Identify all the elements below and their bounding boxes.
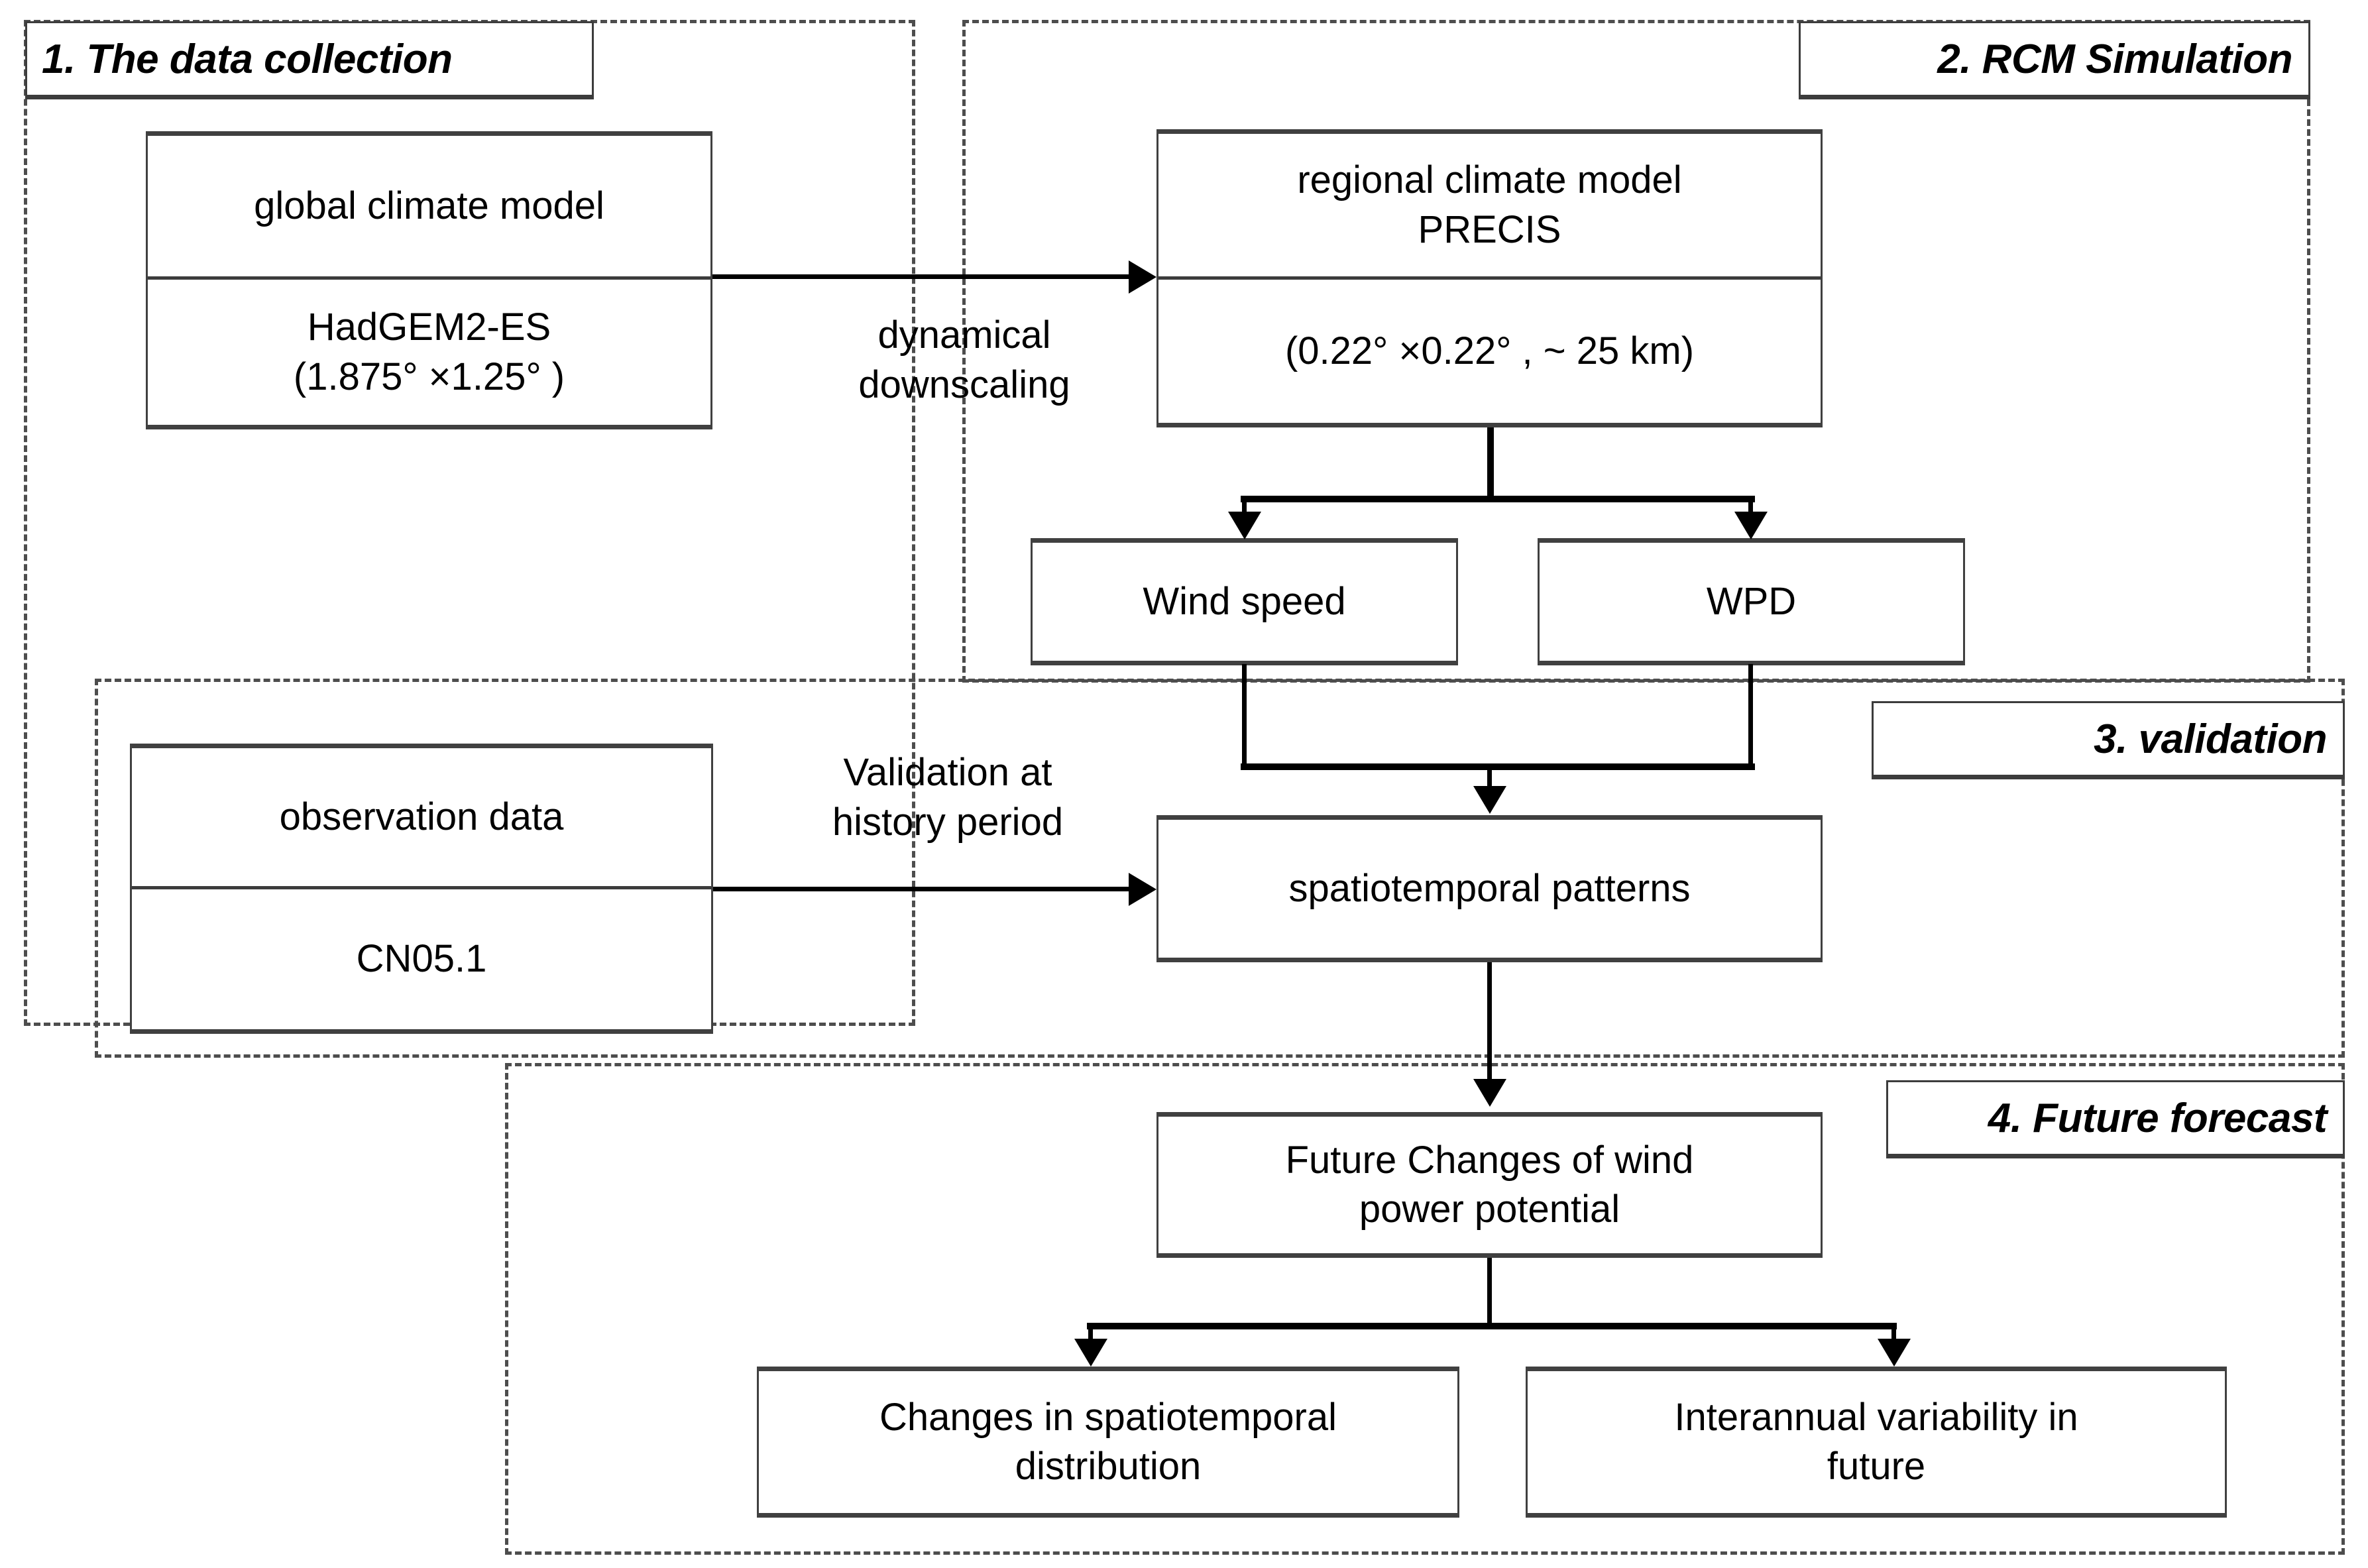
interannual-line2: future (1827, 1445, 1926, 1488)
future-changes-text: Future Changes of wind power potential (1158, 1117, 1821, 1253)
split-bus-rcm (1241, 496, 1755, 502)
gcm-detail: HadGEM2-ES (1.875° ×1.25° ) (148, 276, 710, 425)
connector-rcm-down (1487, 427, 1494, 500)
node-wind-speed[interactable]: Wind speed (1031, 538, 1458, 665)
section-label-rcm-simulation: 2. RCM Simulation (1799, 21, 2310, 99)
changes-distribution-line2: distribution (1015, 1445, 1202, 1488)
section-label-data-collection: 1. The data collection (25, 21, 594, 99)
gcm-detail-line2: (1.875° ×1.25° ) (293, 355, 565, 398)
node-future-changes[interactable]: Future Changes of wind power potential (1156, 1112, 1823, 1258)
node-global-climate-model[interactable]: global climate model HadGEM2-ES (1.875° … (146, 131, 712, 429)
arrowhead-to-interannual (1878, 1339, 1911, 1367)
changes-distribution-line1: Changes in spatiotemporal (879, 1395, 1337, 1439)
changes-distribution-text: Changes in spatiotemporal distribution (759, 1371, 1457, 1513)
arrowhead-to-wind-speed (1228, 512, 1261, 539)
node-interannual-variability[interactable]: Interannual variability in future (1526, 1367, 2227, 1518)
connector-future-down (1487, 1258, 1492, 1327)
gcm-detail-line1: HadGEM2-ES (307, 306, 551, 349)
connector-gcm-to-rcm (712, 274, 1129, 279)
arrowhead-to-wpd (1734, 512, 1768, 539)
connector-observation-to-spatiotemporal (713, 887, 1129, 891)
interannual-line1: Interannual variability in (1674, 1395, 2078, 1439)
arrowhead-to-spatiotemporal (1473, 786, 1506, 814)
connector-bus-to-interannual (1891, 1323, 1896, 1341)
node-wpd[interactable]: WPD (1538, 538, 1965, 665)
node-regional-climate-model[interactable]: regional climate model PRECIS (0.22° ×0.… (1156, 129, 1823, 427)
connector-bus-to-wpd (1748, 496, 1753, 514)
rcm-title-line1: regional climate model (1297, 158, 1682, 202)
node-observation-data[interactable]: observation data CN05.1 (130, 744, 713, 1034)
arrowhead-to-future-changes (1473, 1079, 1506, 1107)
split-bus-future (1087, 1323, 1897, 1329)
node-changes-distribution[interactable]: Changes in spatiotemporal distribution (757, 1367, 1459, 1518)
gcm-title: global climate model (254, 184, 604, 227)
connector-bus-to-wind-speed (1242, 496, 1247, 514)
merge-bus-wind-wpd (1241, 763, 1755, 770)
interannual-text: Interannual variability in future (1528, 1371, 2225, 1513)
spatiotemporal-label: spatiotemporal patterns (1288, 866, 1691, 910)
section-box-validation (95, 679, 2345, 1058)
section-label-future-forecast: 4. Future forecast (1886, 1080, 2345, 1158)
section-label-text: 2. RCM Simulation (1937, 36, 2292, 82)
connector-wpd-down (1748, 664, 1753, 767)
connector-wind-speed-down (1242, 664, 1247, 767)
arrowhead-to-changes-distribution (1074, 1339, 1107, 1367)
node-spatiotemporal-patterns[interactable]: spatiotemporal patterns (1156, 815, 1823, 962)
rcm-detail: (0.22° ×0.22° , ~ 25 km) (1158, 276, 1821, 423)
edge-label-validation-history: Validation at history period (832, 751, 1064, 844)
rcm-title-line2: PRECIS (1418, 207, 1561, 251)
future-changes-line1: Future Changes of wind (1285, 1138, 1694, 1182)
arrowhead-gcm-to-rcm (1129, 260, 1156, 294)
section-label-text: 3. validation (2094, 716, 2327, 762)
section-label-validation: 3. validation (1872, 701, 2345, 779)
future-changes-line2: power potential (1359, 1188, 1620, 1231)
rcm-title: regional climate model PRECIS (1158, 134, 1821, 276)
connector-bus-to-changes-distribution (1088, 1323, 1093, 1341)
wind-speed-label: Wind speed (1143, 579, 1346, 623)
connector-spatiotemporal-to-future (1487, 962, 1492, 1082)
wpd-label: WPD (1706, 579, 1797, 623)
section-label-text: 4. Future forecast (1988, 1095, 2328, 1141)
observation-detail: CN05.1 (132, 886, 711, 1029)
section-label-text: 1. The data collection (42, 36, 453, 82)
arrowhead-observation-to-spatiotemporal (1129, 873, 1156, 906)
section-box-future-forecast (505, 1063, 2345, 1555)
observation-title: observation data (279, 795, 564, 838)
connector-merge-to-spatiotemporal (1487, 763, 1492, 789)
edge-label-dynamical-downscaling: dynamical downscaling (858, 313, 1070, 407)
